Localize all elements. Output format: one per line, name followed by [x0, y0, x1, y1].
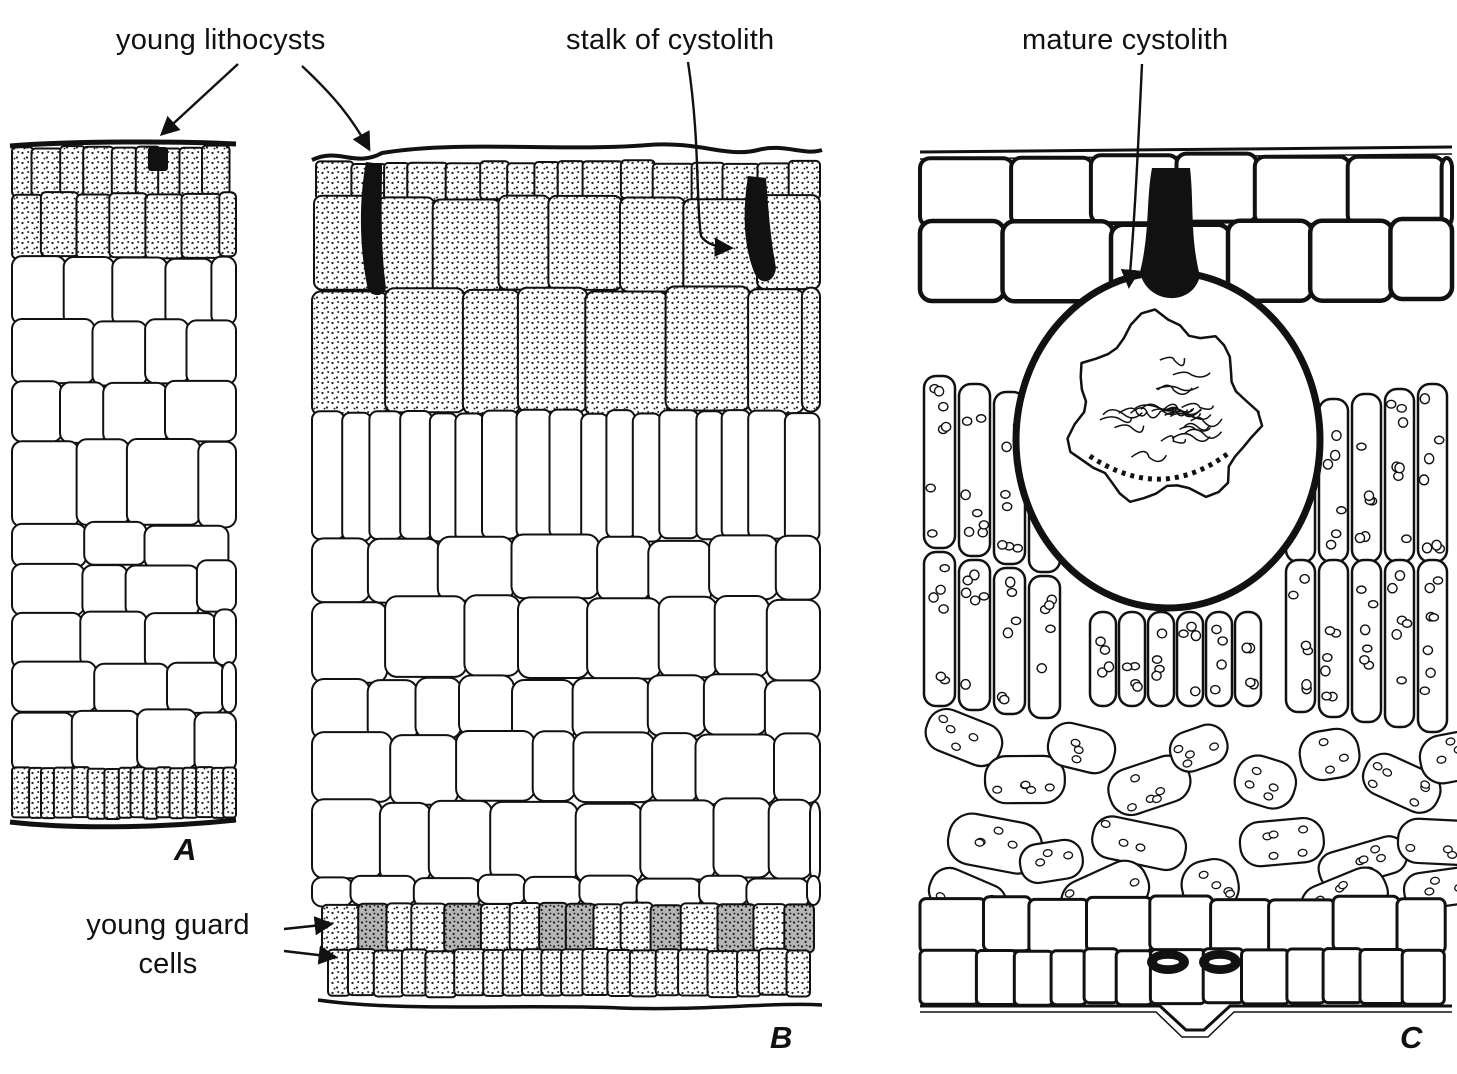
panel-c-drawing	[917, 145, 1457, 1038]
panel-label-a: A	[174, 832, 197, 867]
panel-a-drawing	[9, 139, 238, 830]
label-stalk-of-cystolith: stalk of cystolith	[566, 24, 775, 56]
label-young-guard-cells: young guard cells	[62, 906, 274, 984]
leader-arrows	[159, 61, 1144, 965]
label-young-lithocysts: young lithocysts	[116, 24, 326, 56]
panel-label-c: C	[1400, 1020, 1423, 1055]
panel-label-b: B	[770, 1020, 793, 1055]
label-mature-cystolith: mature cystolith	[1022, 24, 1229, 56]
label-young-guard-cells-line2: cells	[138, 948, 198, 981]
label-young-guard-cells-line1: young guard	[86, 909, 250, 941]
panel-b-drawing	[311, 142, 823, 1011]
